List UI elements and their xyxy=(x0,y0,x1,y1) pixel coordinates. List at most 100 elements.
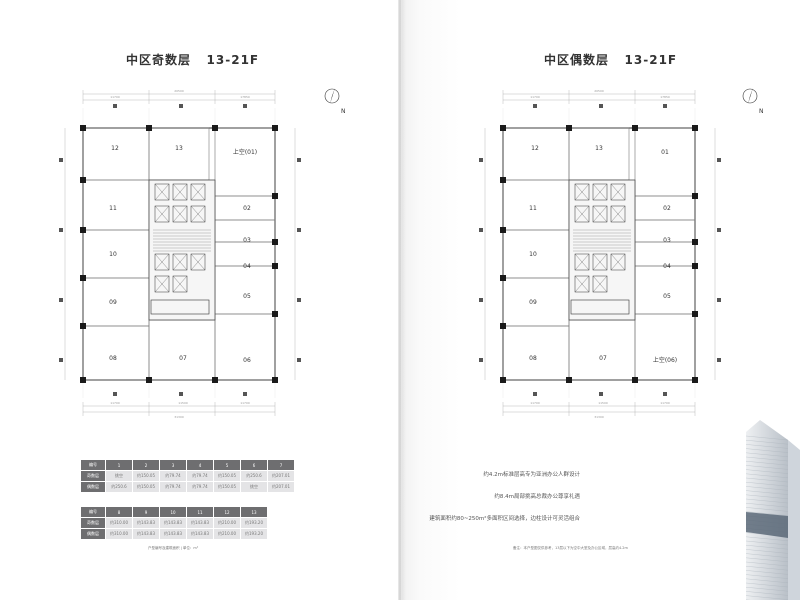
right-title: 中区偶数层 13-21F xyxy=(544,53,678,67)
facade-line xyxy=(745,553,789,558)
dim-top-total: 20500 xyxy=(174,89,184,93)
elevator-shaft xyxy=(592,183,608,201)
facade-line xyxy=(745,578,789,583)
table-cell: 6 xyxy=(240,459,268,471)
unit-partition xyxy=(214,265,276,315)
facade-line xyxy=(745,549,789,554)
structural-column xyxy=(272,263,278,269)
elevator-shaft xyxy=(172,205,188,223)
table-cell: 9 xyxy=(132,506,160,518)
structural-column xyxy=(500,125,506,131)
table-cell: 约193.20 xyxy=(240,528,268,540)
table-cell: 10 xyxy=(159,506,187,518)
structural-column xyxy=(272,377,278,383)
facade-line xyxy=(745,561,789,567)
unit-label-11: 11 xyxy=(109,205,117,212)
dim-bottom: 11500 xyxy=(178,401,188,405)
facade-line xyxy=(745,452,789,457)
facade-line xyxy=(745,536,789,541)
structural-column xyxy=(692,311,698,317)
table-cell: 挑空 xyxy=(240,481,268,493)
table-cell: 挑空 xyxy=(105,470,133,482)
dim-top-left: 11700 xyxy=(530,95,540,99)
table-cell: 约143.83 xyxy=(186,528,214,540)
table-cell: 编号 xyxy=(80,459,106,471)
dim-top-left: 11700 xyxy=(110,95,120,99)
facade-line xyxy=(745,456,789,462)
unit-label-08: 08 xyxy=(529,355,537,362)
unit-label-08: 08 xyxy=(109,355,117,362)
elevator-cross xyxy=(592,183,608,201)
exterior-column xyxy=(113,104,117,108)
unit-label-13: 13 xyxy=(595,145,603,152)
exterior-column xyxy=(479,298,483,302)
feature-ceiling: 约4.2m标准层高专为亚洲办公人群设计 xyxy=(483,472,580,478)
unit-label-01: 01 xyxy=(661,149,669,156)
table-cell: 约79.74 xyxy=(159,481,187,493)
elevator-cross xyxy=(574,205,590,223)
unit-label-13: 13 xyxy=(175,145,183,152)
facade-line xyxy=(745,566,789,571)
table-note: 户型编号及建筑面积 | 单位：m² xyxy=(148,546,199,550)
unit-partition xyxy=(502,325,570,381)
facade-line xyxy=(745,465,789,470)
structural-column xyxy=(692,125,698,131)
exterior-column xyxy=(663,392,667,396)
facade-line xyxy=(745,448,789,453)
table-cell: 约210.00 xyxy=(213,517,241,529)
dim-bottom: 11700 xyxy=(240,401,250,405)
facade-line xyxy=(745,503,789,508)
unit-partition xyxy=(214,313,276,381)
unit-partition xyxy=(634,127,696,197)
structural-column xyxy=(80,125,86,131)
facade-line xyxy=(745,494,789,499)
table-cell: 约143.83 xyxy=(132,517,160,529)
elevator-shaft xyxy=(154,205,170,223)
elevator-shaft xyxy=(154,183,170,201)
building-core xyxy=(568,179,636,321)
elevator-shaft xyxy=(190,205,206,223)
facade-line xyxy=(745,545,789,550)
structural-column xyxy=(500,377,506,383)
exterior-column xyxy=(533,104,537,108)
facade-line xyxy=(745,540,789,546)
structural-column xyxy=(146,377,152,383)
structural-column xyxy=(80,177,86,183)
elevator-cross xyxy=(172,183,188,201)
table-cell: 1 xyxy=(105,459,133,471)
facade-line xyxy=(745,490,789,495)
dim-bottom: 11700 xyxy=(660,401,670,405)
structural-column xyxy=(692,377,698,383)
table-cell: 约79.74 xyxy=(186,481,214,493)
table-cell: 12 xyxy=(213,506,241,518)
elevator-shaft xyxy=(154,253,170,271)
unit-label-12: 12 xyxy=(531,145,539,152)
facade-line xyxy=(745,557,789,562)
table-cell: 约193.20 xyxy=(240,517,268,529)
elevator-shaft xyxy=(172,275,188,293)
elevator-shaft xyxy=(154,275,170,293)
structural-column xyxy=(146,125,152,131)
table-cell: 11 xyxy=(186,506,214,518)
unit-partition xyxy=(502,127,570,181)
facade-line xyxy=(745,574,789,579)
table-cell: 2 xyxy=(132,459,160,471)
structural-column xyxy=(80,323,86,329)
exterior-column xyxy=(113,392,117,396)
unit-label-10: 10 xyxy=(529,251,537,258)
feature-area-range: 建筑面积约80~250m²多面积区间选择，边柱设计可灵活组合 xyxy=(429,516,580,522)
exterior-column xyxy=(599,104,603,108)
exterior-column xyxy=(243,392,247,396)
structural-column xyxy=(632,377,638,383)
dim-top-total: 20500 xyxy=(594,89,604,93)
table-cell: 约150.05 xyxy=(213,470,241,482)
elevator-shaft xyxy=(172,253,188,271)
structural-column xyxy=(272,239,278,245)
table-cell: 编号 xyxy=(80,506,106,518)
table-cell: 约79.74 xyxy=(186,470,214,482)
dim-bottom: 11500 xyxy=(598,401,608,405)
left-north-label: N xyxy=(341,108,346,115)
